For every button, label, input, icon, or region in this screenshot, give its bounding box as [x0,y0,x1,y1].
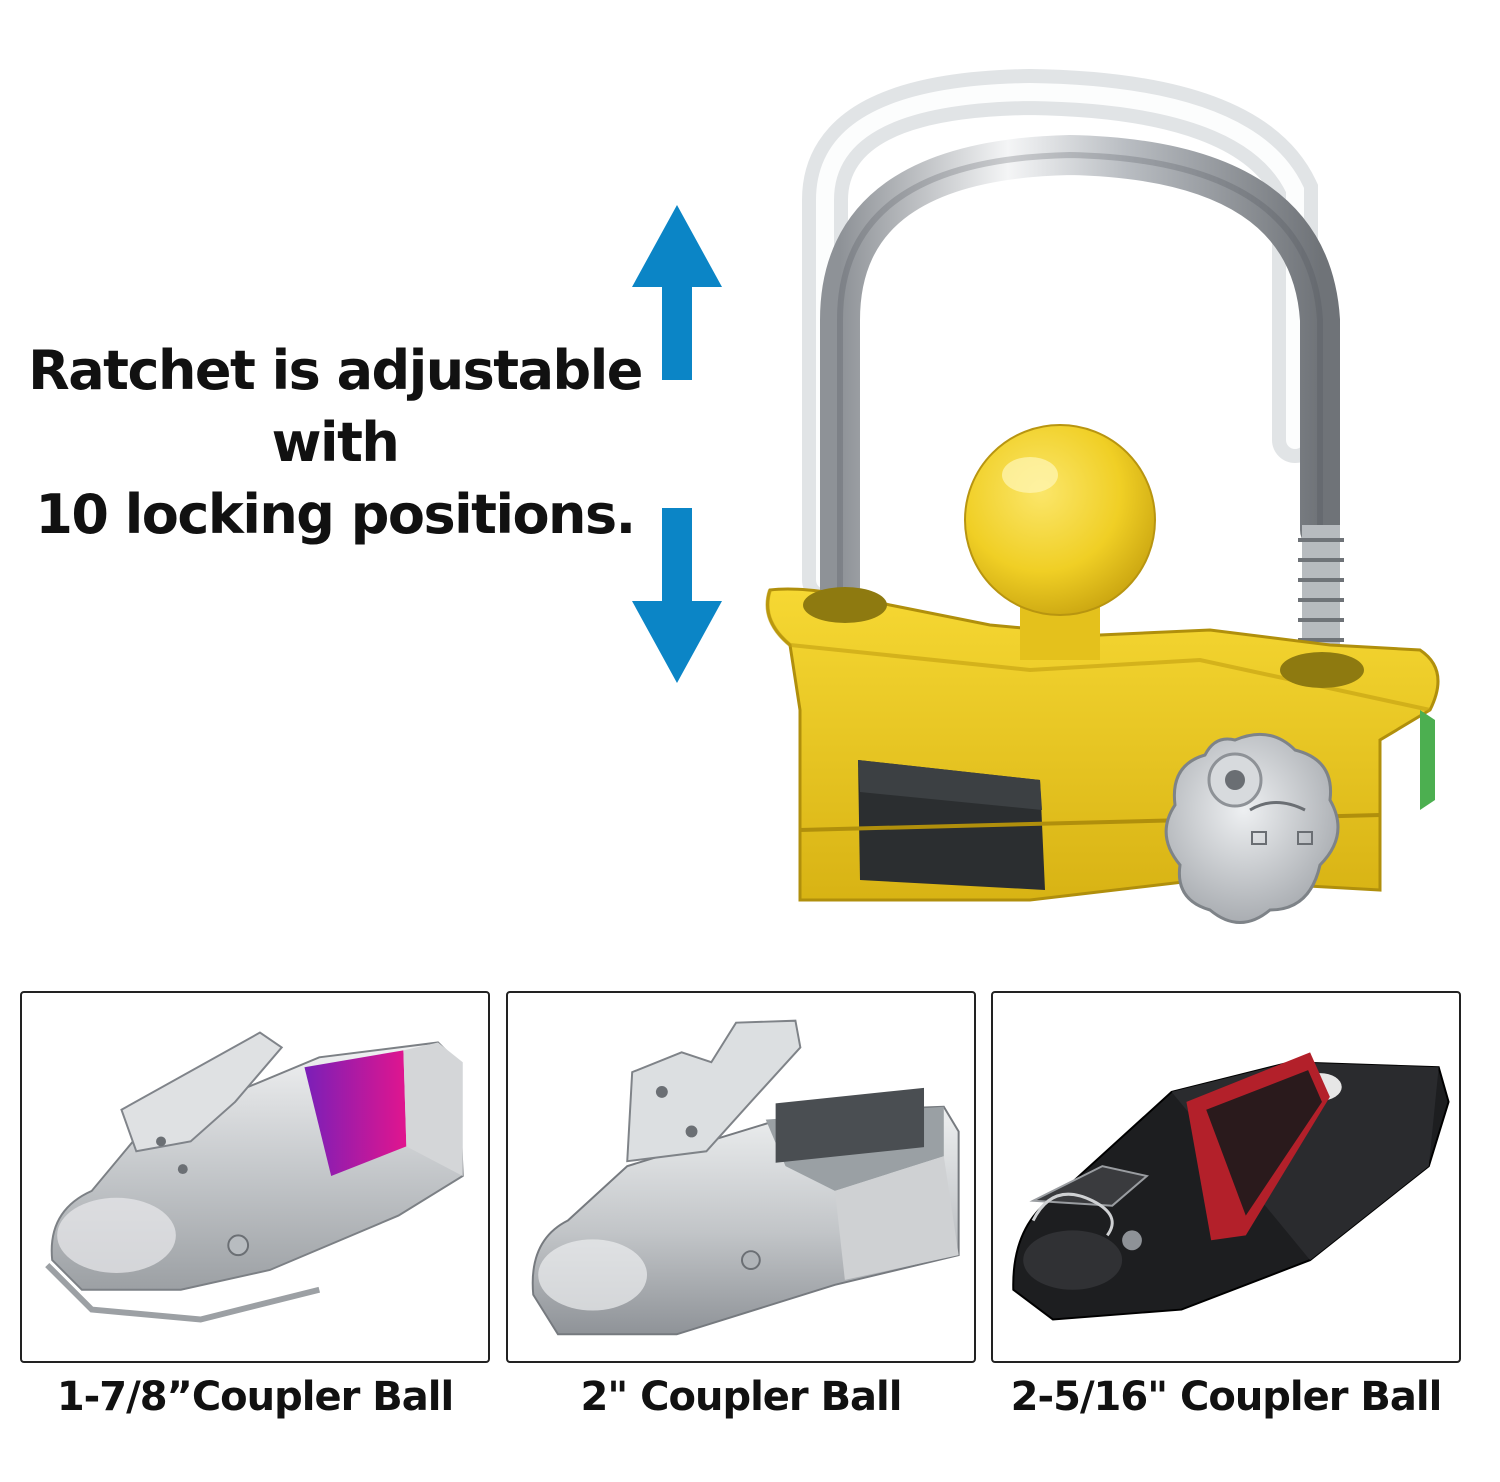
coupler-lock-image [765,68,1440,924]
coupler-image-3 [1012,1052,1450,1321]
coupler-image-1 [45,1031,464,1323]
headline: Ratchet is adjustable with 10 locking po… [20,335,650,551]
coupler-caption-3: 2-5/16" Coupler Ball [1010,1374,1443,1420]
headline-line-2: with [271,411,400,474]
arrow-down-icon [632,508,722,683]
headline-line-3: 10 locking positions. [35,483,636,546]
arrow-up-icon [632,205,722,380]
coupler-panel-2 [506,991,976,1363]
lock-knob [1164,732,1340,924]
coupler-caption-1: 1-7/8”Coupler Ball [56,1374,454,1420]
coupler-image-2 [531,1019,960,1336]
coupler-panel-3 [991,991,1461,1363]
coupler-panel-1 [20,991,490,1363]
coupler-caption-2: 2" Coupler Ball [580,1374,903,1420]
headline-line-1: Ratchet is adjustable [28,339,643,402]
